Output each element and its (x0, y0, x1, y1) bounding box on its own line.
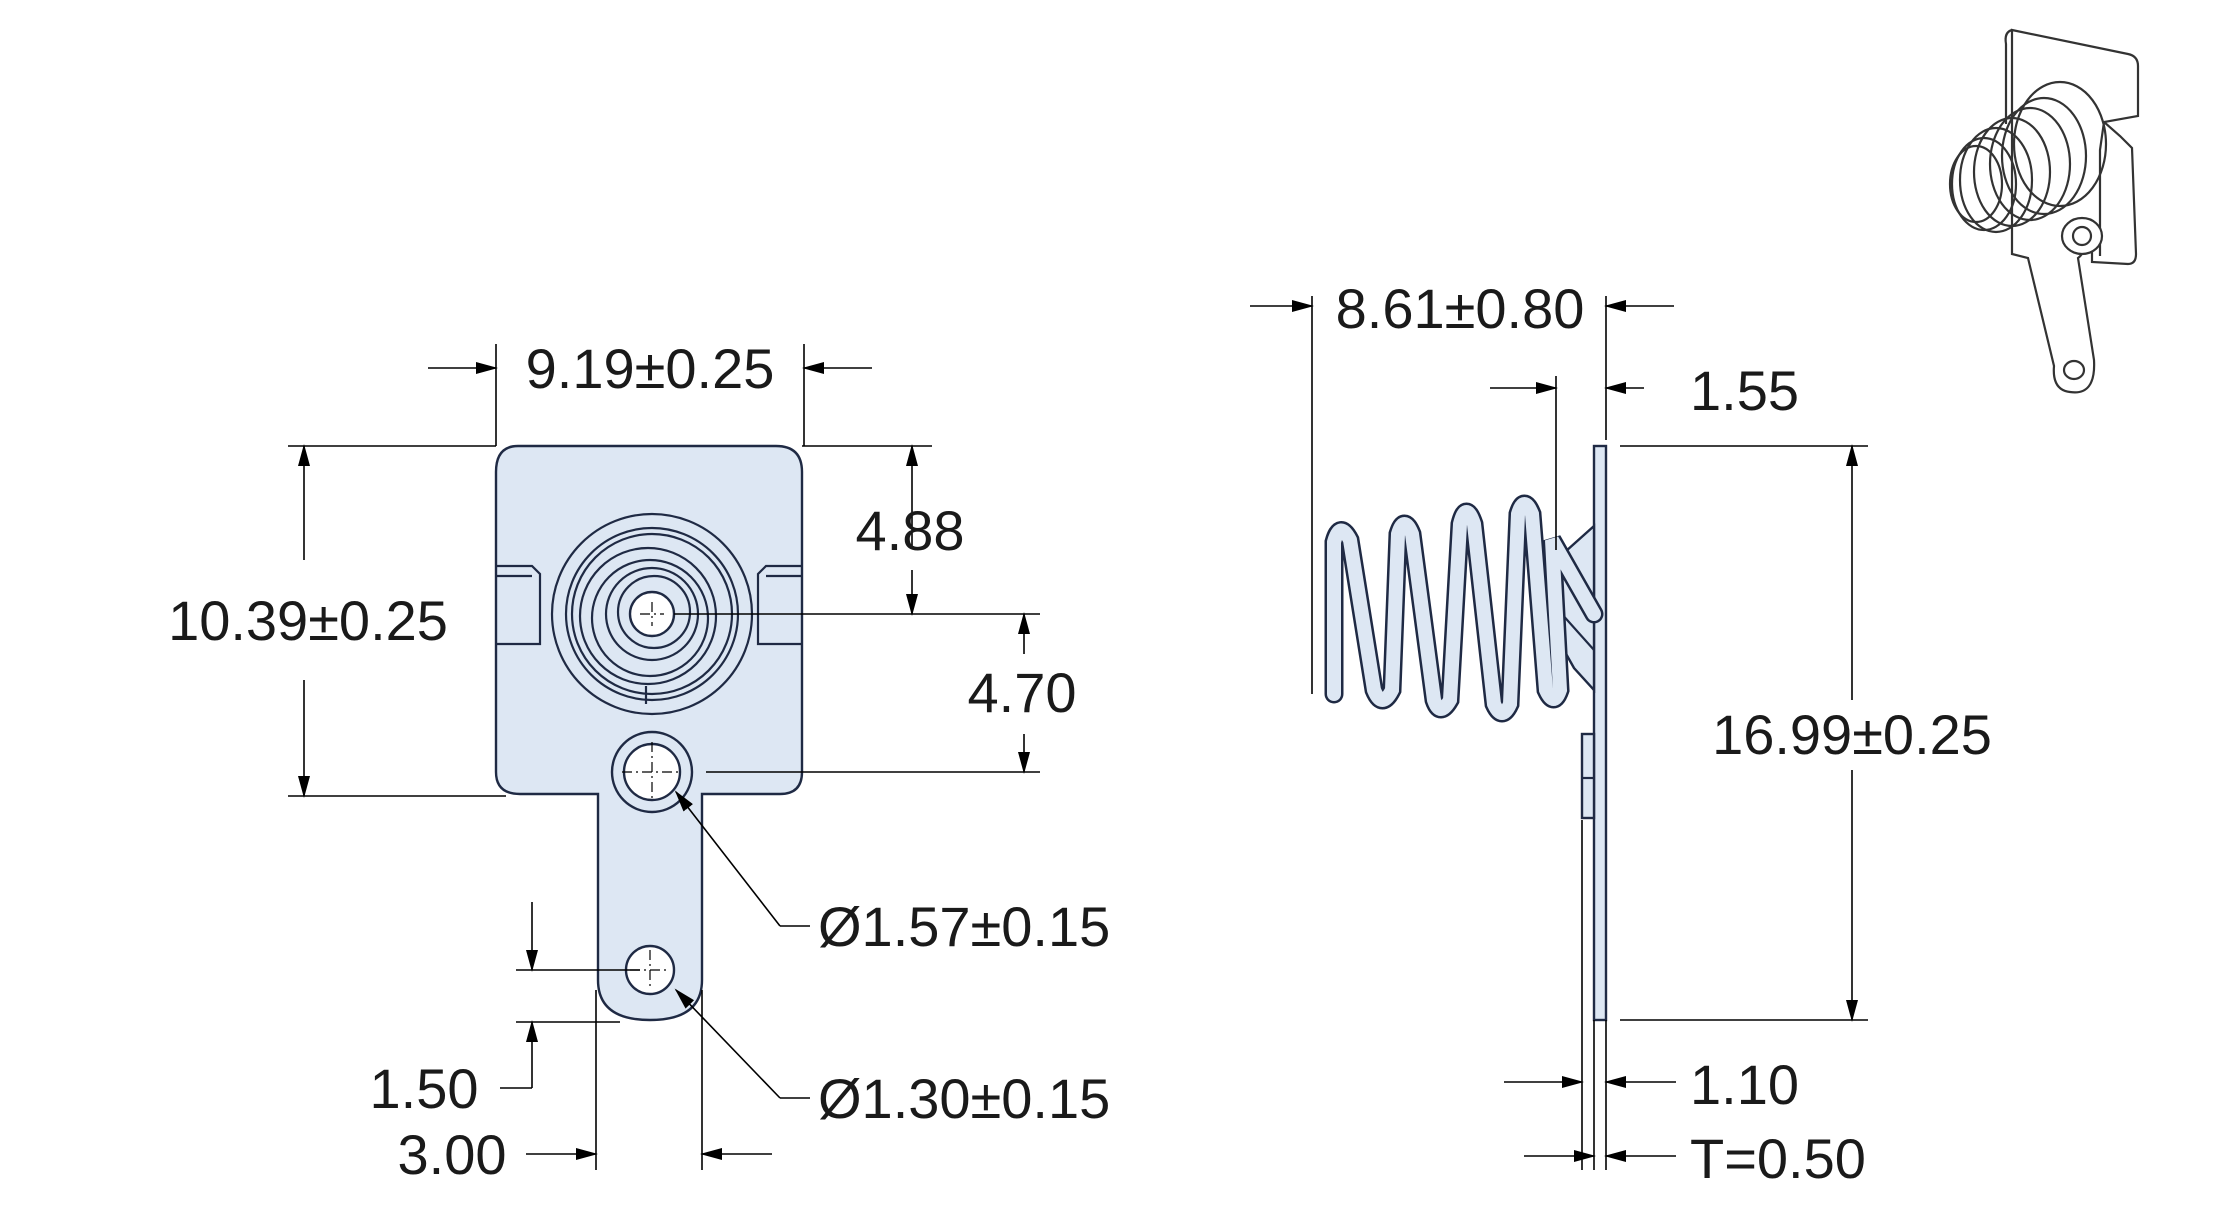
side-view: 8.61±0.80 1.55 16.99±0.25 1.10 T=0.50 (1250, 277, 1992, 1190)
right-notch (756, 564, 802, 646)
front-view: 9.19±0.25 10.39±0.25 4.88 4.70 Ø1.57±0.1… (168, 337, 1110, 1186)
spring-length-label: 8.61±0.80 (1336, 277, 1585, 340)
upper-offset-label: 4.88 (856, 499, 965, 562)
lower-offset-label: 4.70 (968, 661, 1077, 724)
spring-side (1324, 494, 1604, 723)
small-hole-label: Ø1.30±0.15 (818, 1067, 1110, 1130)
height-dimension-label: 10.39±0.25 (168, 589, 448, 652)
large-hole-label: Ø1.57±0.15 (818, 895, 1110, 958)
step-label: 1.10 (1690, 1053, 1799, 1116)
thickness-label: T=0.50 (1690, 1127, 1866, 1190)
spring-center-hole (628, 590, 676, 638)
tab-width-label: 3.00 (398, 1123, 507, 1186)
width-dimension-label: 9.19±0.25 (526, 337, 775, 400)
side-plate (1592, 444, 1608, 1022)
overall-height-label: 16.99±0.25 (1712, 703, 1992, 766)
tab-hole-offset-label: 1.50 (370, 1057, 479, 1120)
left-notch (496, 564, 542, 646)
battery-spring-contact-isometric-icon (1948, 28, 2140, 394)
spring-front (550, 512, 754, 716)
cone-offset-label: 1.55 (1690, 359, 1799, 422)
